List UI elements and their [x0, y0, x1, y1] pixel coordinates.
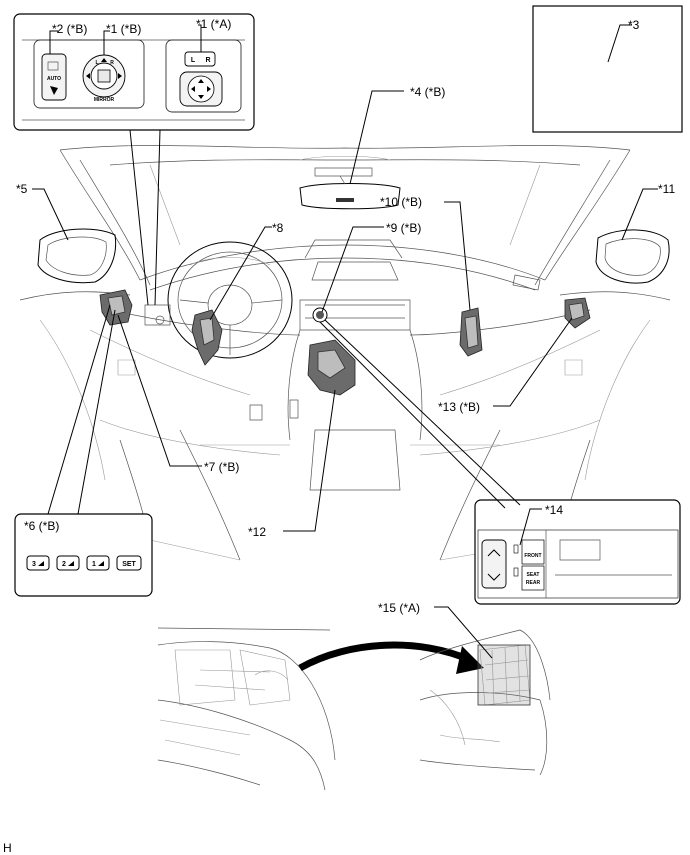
label-5: *5 [16, 182, 28, 196]
part-13 [564, 297, 591, 329]
lr-select-switch: L R [179, 51, 223, 107]
auto-text: AUTO [47, 76, 61, 82]
part-15 [477, 644, 531, 706]
label-3: *3 [628, 18, 640, 32]
memory-button-2-label: 2 [62, 561, 66, 568]
rear-text: REAR [526, 580, 541, 586]
l-select-text: L [191, 57, 196, 64]
auto-fold-switch: AUTO [41, 53, 67, 101]
part-9 [312, 307, 328, 323]
label-11: *11 [658, 182, 675, 196]
r-select-text: R [205, 57, 210, 64]
callout-labels: *2 (*B) *1 (*B) *1 (*A) *3 *4 (*B) *5 *1… [3, 17, 675, 855]
part-7 [99, 289, 133, 326]
curved-arrow [298, 641, 484, 674]
front-text: FRONT [524, 553, 541, 559]
inset-part-3 [532, 5, 683, 133]
outer-mirror-left [37, 228, 117, 284]
label-15a: *15 (*A) [378, 601, 420, 615]
label-1a: *1 (*A) [196, 17, 231, 31]
part-8 [191, 309, 223, 366]
memory-button-3-label: 3 [32, 561, 36, 568]
label-9b: *9 (*B) [386, 221, 421, 235]
leader-lines [32, 24, 658, 659]
outer-mirror-right [595, 229, 670, 284]
label-8: *8 [272, 221, 284, 235]
mirror-selector-knob: L R MIRROR [82, 54, 126, 103]
label-1b: *1 (*B) [106, 22, 141, 36]
engine-bay-left [157, 627, 336, 791]
inset-mirror-switches: AUTO L R MIRROR L R [13, 13, 255, 131]
label-12: *12 [248, 525, 266, 539]
inner-rear-view-mirror [299, 167, 401, 210]
memory-button-3: 3 [26, 555, 50, 571]
part-12 [307, 339, 356, 396]
label-14: *14 [545, 503, 563, 517]
part-10 [459, 307, 483, 357]
label-h: H [3, 841, 12, 855]
memory-button-1-label: 1 [92, 561, 96, 568]
seat-text: SEAT [527, 572, 540, 578]
label-2b: *2 (*B) [52, 22, 87, 36]
cabin-illustration [19, 145, 671, 561]
inset-seat-switch: FRONT SEAT REAR [474, 499, 681, 605]
memory-button-1: 1 [86, 555, 110, 571]
inset-memory-switch: 3 2 1 SET [14, 513, 153, 597]
label-13b: *13 (*B) [438, 400, 480, 414]
label-6b: *6 (*B) [24, 519, 59, 533]
label-10b: *10 (*B) [380, 195, 422, 209]
memory-button-set: SET [116, 555, 142, 571]
r-text: R [110, 60, 114, 66]
engine-bay-right [419, 629, 551, 776]
label-4b: *4 (*B) [410, 85, 445, 99]
mirror-text: MIRROR [94, 97, 115, 103]
label-7b: *7 (*B) [204, 460, 239, 474]
memory-button-2: 2 [56, 555, 80, 571]
memory-button-set-label: SET [122, 561, 136, 568]
l-text: L [95, 60, 98, 66]
